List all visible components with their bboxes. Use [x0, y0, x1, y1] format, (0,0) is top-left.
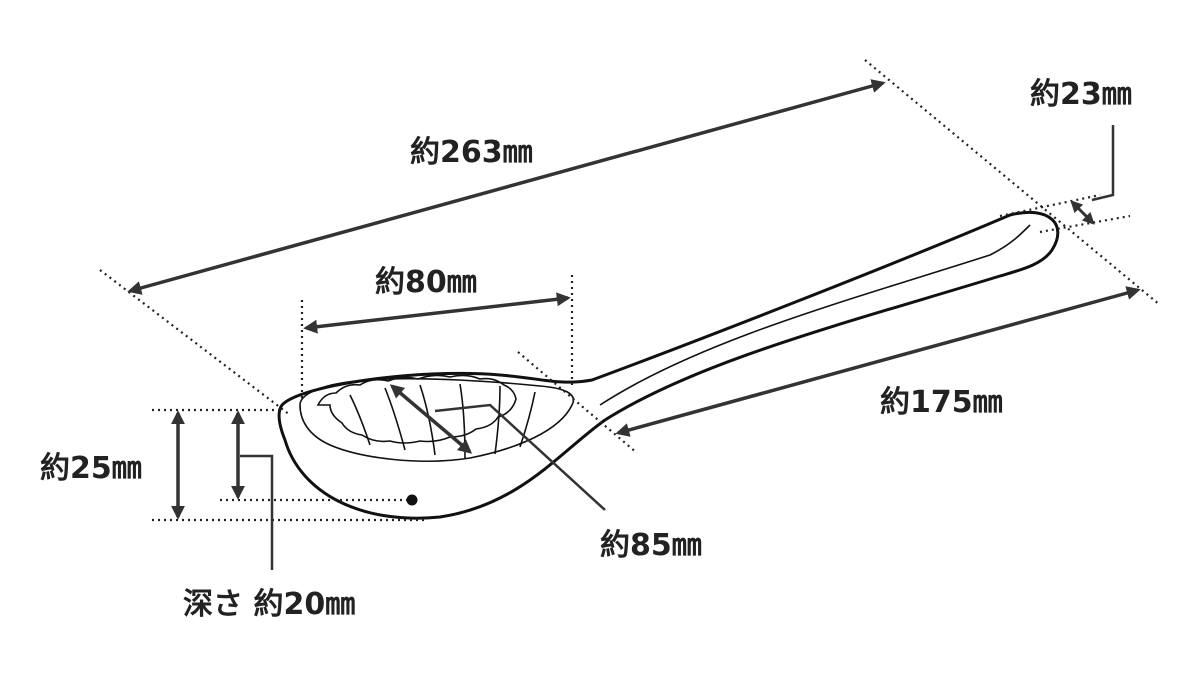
dimension-handle-width: 約23㎜: [999, 77, 1132, 234]
dimension-bowl-width: 約80㎜: [300, 265, 574, 400]
dimension-bowl-length: 約85㎜: [389, 384, 702, 563]
bowl-length-label: 約85㎜: [600, 528, 702, 563]
total-length-label: 約263㎜: [410, 135, 533, 170]
spoon-illustration: [277, 210, 1060, 520]
depth-label: 深さ 約20㎜: [183, 587, 355, 622]
handle-width-label: 約23㎜: [1030, 77, 1132, 112]
dimension-handle-length: 約175㎜: [517, 286, 1141, 454]
height-label: 約25㎜: [40, 451, 142, 486]
dimension-depth: 深さ 約20㎜: [183, 410, 418, 622]
dimension-height: 約25㎜: [40, 408, 425, 522]
dimension-total-length: 約263㎜: [99, 59, 1161, 416]
bowl-width-label: 約80㎜: [375, 265, 477, 300]
handle-length-label: 約175㎜: [880, 385, 1003, 420]
